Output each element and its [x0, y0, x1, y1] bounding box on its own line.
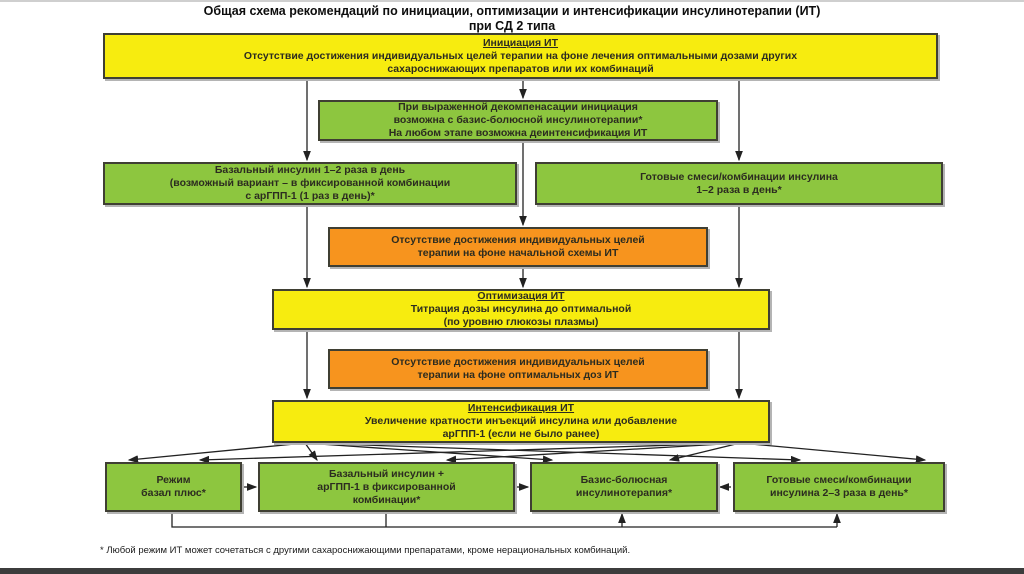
box-optimization-heading: Оптимизация ИТ — [477, 290, 565, 302]
box-decompensation-line3: На любом этапе возможна деинтенсификация… — [388, 127, 648, 139]
box-basal-bolus: Базис-болюсная инсулинотерапия* — [530, 462, 718, 512]
box-decompensation-line1: При выраженной декомпенасации инициация — [398, 101, 638, 113]
footnote: * Любой режим ИТ может сочетаться с друг… — [100, 545, 631, 556]
box-no-target-optimal-line1: Отсутствие достижения индивидуальных цел… — [391, 356, 645, 368]
box-basal-insulin-line1: Базальный инсулин 1–2 раза в день — [214, 164, 406, 176]
box-premix-1-2-line1: Готовые смеси/комбинации инсулина — [640, 170, 838, 183]
box-no-target-initial-line1: Отсутствие достижения индивидуальных цел… — [391, 234, 645, 246]
box-initiation-line2: сахароснижающих препаратов или их комбин… — [387, 62, 654, 75]
box-initiation: Инициация ИТ Отсутствие достижения индив… — [103, 33, 938, 79]
box-no-target-initial: Отсутствие достижения индивидуальных цел… — [328, 227, 708, 267]
box-premix-1-2-line2: 1–2 раза в день* — [696, 183, 782, 196]
box-premix-2-3-line2: инсулина 2–3 раза в день* — [770, 487, 908, 499]
box-basal-plus-line1: Режим — [156, 474, 191, 486]
box-premix-2-3: Готовые смеси/комбинации инсулина 2–3 ра… — [733, 462, 945, 512]
box-basal-insulin: Базальный инсулин 1–2 раза в день (возмо… — [103, 162, 517, 205]
box-intensification-line2: арГПП-1 (если не было ранее) — [442, 428, 600, 440]
box-intensification: Интенсификация ИТ Увеличение кратности и… — [272, 400, 770, 443]
box-decompensation: При выраженной декомпенасации инициация … — [318, 100, 718, 141]
box-basal-insulin-line2: (возможный вариант – в фиксированной ком… — [169, 177, 451, 189]
box-basal-plus: Режим базал плюс* — [105, 462, 242, 512]
diagram-title: Общая схема рекомендаций по инициации, о… — [0, 4, 1024, 34]
box-no-target-initial-line2: терапии на фоне начальной схемы ИТ — [417, 247, 619, 259]
box-basal-insulin-line3: с арГПП-1 (1 раз в день)* — [245, 190, 375, 202]
box-premix-1-2: Готовые смеси/комбинации инсулина 1–2 ра… — [535, 162, 943, 205]
box-premix-2-3-line1: Готовые смеси/комбинации — [766, 474, 912, 486]
box-basal-bolus-line2: инсулинотерапия* — [575, 487, 673, 499]
box-basal-argpp-line1: Базальный инсулин + — [328, 467, 445, 480]
box-decompensation-line2: возможна с базис-болюсной инсулинотерапи… — [393, 114, 643, 126]
box-basal-plus-line2: базал плюс* — [141, 487, 206, 499]
box-no-target-optimal-line2: терапии на фоне оптимальных доз ИТ — [417, 369, 619, 381]
box-optimization-line2: (по уровню глюкозы плазмы) — [443, 316, 599, 328]
box-basal-bolus-line1: Базис-болюсная — [580, 474, 668, 486]
box-initiation-line1: Отсутствие достижения индивидуальных цел… — [243, 49, 798, 62]
box-optimization-line1: Титрация дозы инсулина до оптимальной — [410, 303, 632, 315]
box-basal-argpp: Базальный инсулин + арГПП-1 в фиксирован… — [258, 462, 515, 512]
diagram-title-line2: при СД 2 типа — [468, 19, 556, 33]
box-basal-argpp-line2: арГПП-1 в фиксированной — [317, 480, 456, 493]
box-intensification-line1: Увеличение кратности инъекций инсулина и… — [364, 415, 678, 427]
bottom-bar — [0, 568, 1024, 574]
box-initiation-heading: Инициация ИТ — [482, 36, 558, 49]
box-no-target-optimal: Отсутствие достижения индивидуальных цел… — [328, 349, 708, 389]
box-optimization: Оптимизация ИТ Титрация дозы инсулина до… — [272, 289, 770, 330]
box-basal-argpp-line3: комбинации* — [352, 493, 421, 506]
box-intensification-heading: Интенсификация ИТ — [467, 402, 575, 414]
top-edge-line — [0, 0, 1024, 2]
diagram-title-line1: Общая схема рекомендаций по инициации, о… — [203, 4, 821, 18]
